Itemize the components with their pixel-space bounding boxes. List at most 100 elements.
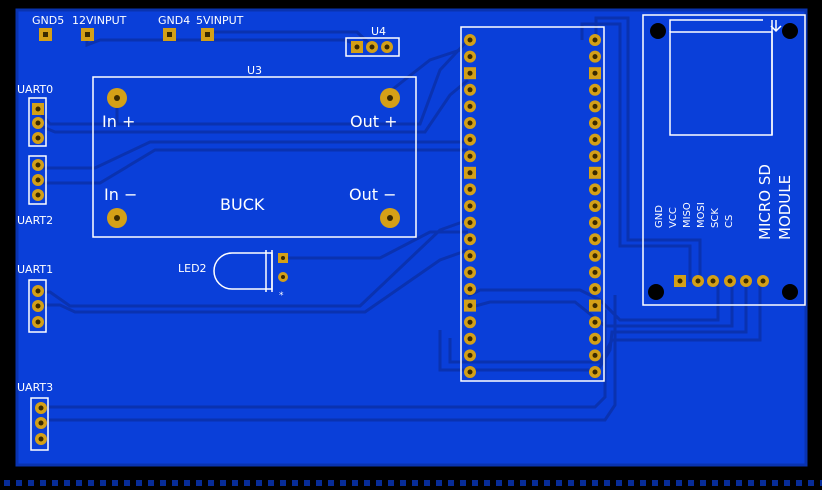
pad-hole <box>467 286 473 292</box>
edge-dot <box>784 480 790 486</box>
edge-dot <box>268 480 274 486</box>
buck-converter-footprint <box>92 76 417 238</box>
edge-dot <box>256 480 262 486</box>
pad-hole <box>467 253 473 259</box>
edge-dot <box>220 480 226 486</box>
led2-footprint <box>213 250 288 292</box>
uart0-label: UART0 <box>17 83 53 96</box>
led2-label: LED2 <box>178 262 207 275</box>
edge-dot <box>376 480 382 486</box>
pad-hole <box>467 137 473 143</box>
pad-hole <box>467 203 473 209</box>
pad-hole <box>592 203 598 209</box>
edge-dot <box>460 480 466 486</box>
pad-hole <box>592 303 598 309</box>
pad-hole <box>592 103 598 109</box>
pad-hole <box>467 37 473 43</box>
pad-hole <box>592 352 598 358</box>
edge-dot <box>616 480 622 486</box>
pad-hole <box>467 70 473 76</box>
edge-dot <box>400 480 406 486</box>
uart3-header <box>30 397 49 451</box>
sd-title-line2: MODULE <box>776 175 794 240</box>
edge-dot <box>760 480 766 486</box>
edge-dot <box>700 480 706 486</box>
edge-dot <box>556 480 562 486</box>
edge-dot <box>640 480 646 486</box>
sd-pin-vcc: VCC <box>668 207 679 228</box>
uart1-label: UART1 <box>17 263 53 276</box>
edge-dot <box>388 480 394 486</box>
edge-dot <box>772 480 778 486</box>
pad-hole <box>467 103 473 109</box>
edge-dot <box>52 480 58 486</box>
edge-dot <box>424 480 430 486</box>
edge-dot <box>628 480 634 486</box>
uart0-header <box>28 97 47 147</box>
edge-dot <box>160 480 166 486</box>
pad-hole <box>467 186 473 192</box>
edge-dot <box>436 480 442 486</box>
pad-hole <box>467 269 473 275</box>
sd-pin-gnd: GND <box>654 205 665 228</box>
out-minus-label: Out − <box>349 185 397 204</box>
edge-dot <box>736 480 742 486</box>
sd-title-line1: MICRO SD <box>756 164 774 240</box>
pad-hole <box>467 319 473 325</box>
pad-hole <box>467 352 473 358</box>
edge-dot <box>508 480 514 486</box>
pad-hole <box>592 186 598 192</box>
out-plus-label: Out + <box>350 112 398 131</box>
u3-label: U3 <box>247 64 262 77</box>
edge-dot <box>184 480 190 486</box>
mcu-module-footprint <box>460 26 605 382</box>
edge-dot <box>352 480 358 486</box>
uart3-label: UART3 <box>17 381 53 394</box>
insert-arrow-icon <box>770 20 782 33</box>
sd-pin-sck: SCK <box>710 208 721 228</box>
edge-dot <box>244 480 250 486</box>
sd-pin-miso: MISO <box>682 202 693 228</box>
uart2-label: UART2 <box>17 214 53 227</box>
pad-hole <box>467 369 473 375</box>
led-polarity-mark: * <box>279 291 284 301</box>
edge-dot <box>76 480 82 486</box>
edge-dot <box>412 480 418 486</box>
edge-dot <box>688 480 694 486</box>
pad-hole <box>592 336 598 342</box>
pad-hole <box>592 369 598 375</box>
pad-hole <box>592 220 598 226</box>
edge-dot <box>748 480 754 486</box>
pad-hole <box>592 153 598 159</box>
edge-dot <box>172 480 178 486</box>
u4-footprint <box>345 37 400 57</box>
sd-pin-cs: CS <box>724 215 735 228</box>
pad-hole <box>467 236 473 242</box>
vin5-label: 5VINPUT <box>196 14 244 27</box>
edge-dot <box>232 480 238 486</box>
pad-hole <box>592 37 598 43</box>
pad-hole <box>467 120 473 126</box>
edge-dot <box>136 480 142 486</box>
uart1-header <box>28 279 47 333</box>
gnd4-label: GND4 <box>158 14 190 27</box>
pad-hole <box>592 236 598 242</box>
edge-dot <box>796 480 802 486</box>
edge-dot <box>544 480 550 486</box>
pad-hole <box>592 87 598 93</box>
uart2-header <box>28 155 47 205</box>
gnd5-label: GND5 <box>32 14 64 27</box>
micro-sd-module-footprint <box>642 14 806 306</box>
edge-dot <box>712 480 718 486</box>
pad-hole <box>592 253 598 259</box>
edge-dot <box>4 480 10 486</box>
edge-dot <box>16 480 22 486</box>
edge-dot <box>472 480 478 486</box>
edge-dot <box>304 480 310 486</box>
edge-dot <box>448 480 454 486</box>
edge-dot <box>124 480 130 486</box>
edge-dot <box>580 480 586 486</box>
edge-dot <box>316 480 322 486</box>
edge-dot <box>592 480 598 486</box>
